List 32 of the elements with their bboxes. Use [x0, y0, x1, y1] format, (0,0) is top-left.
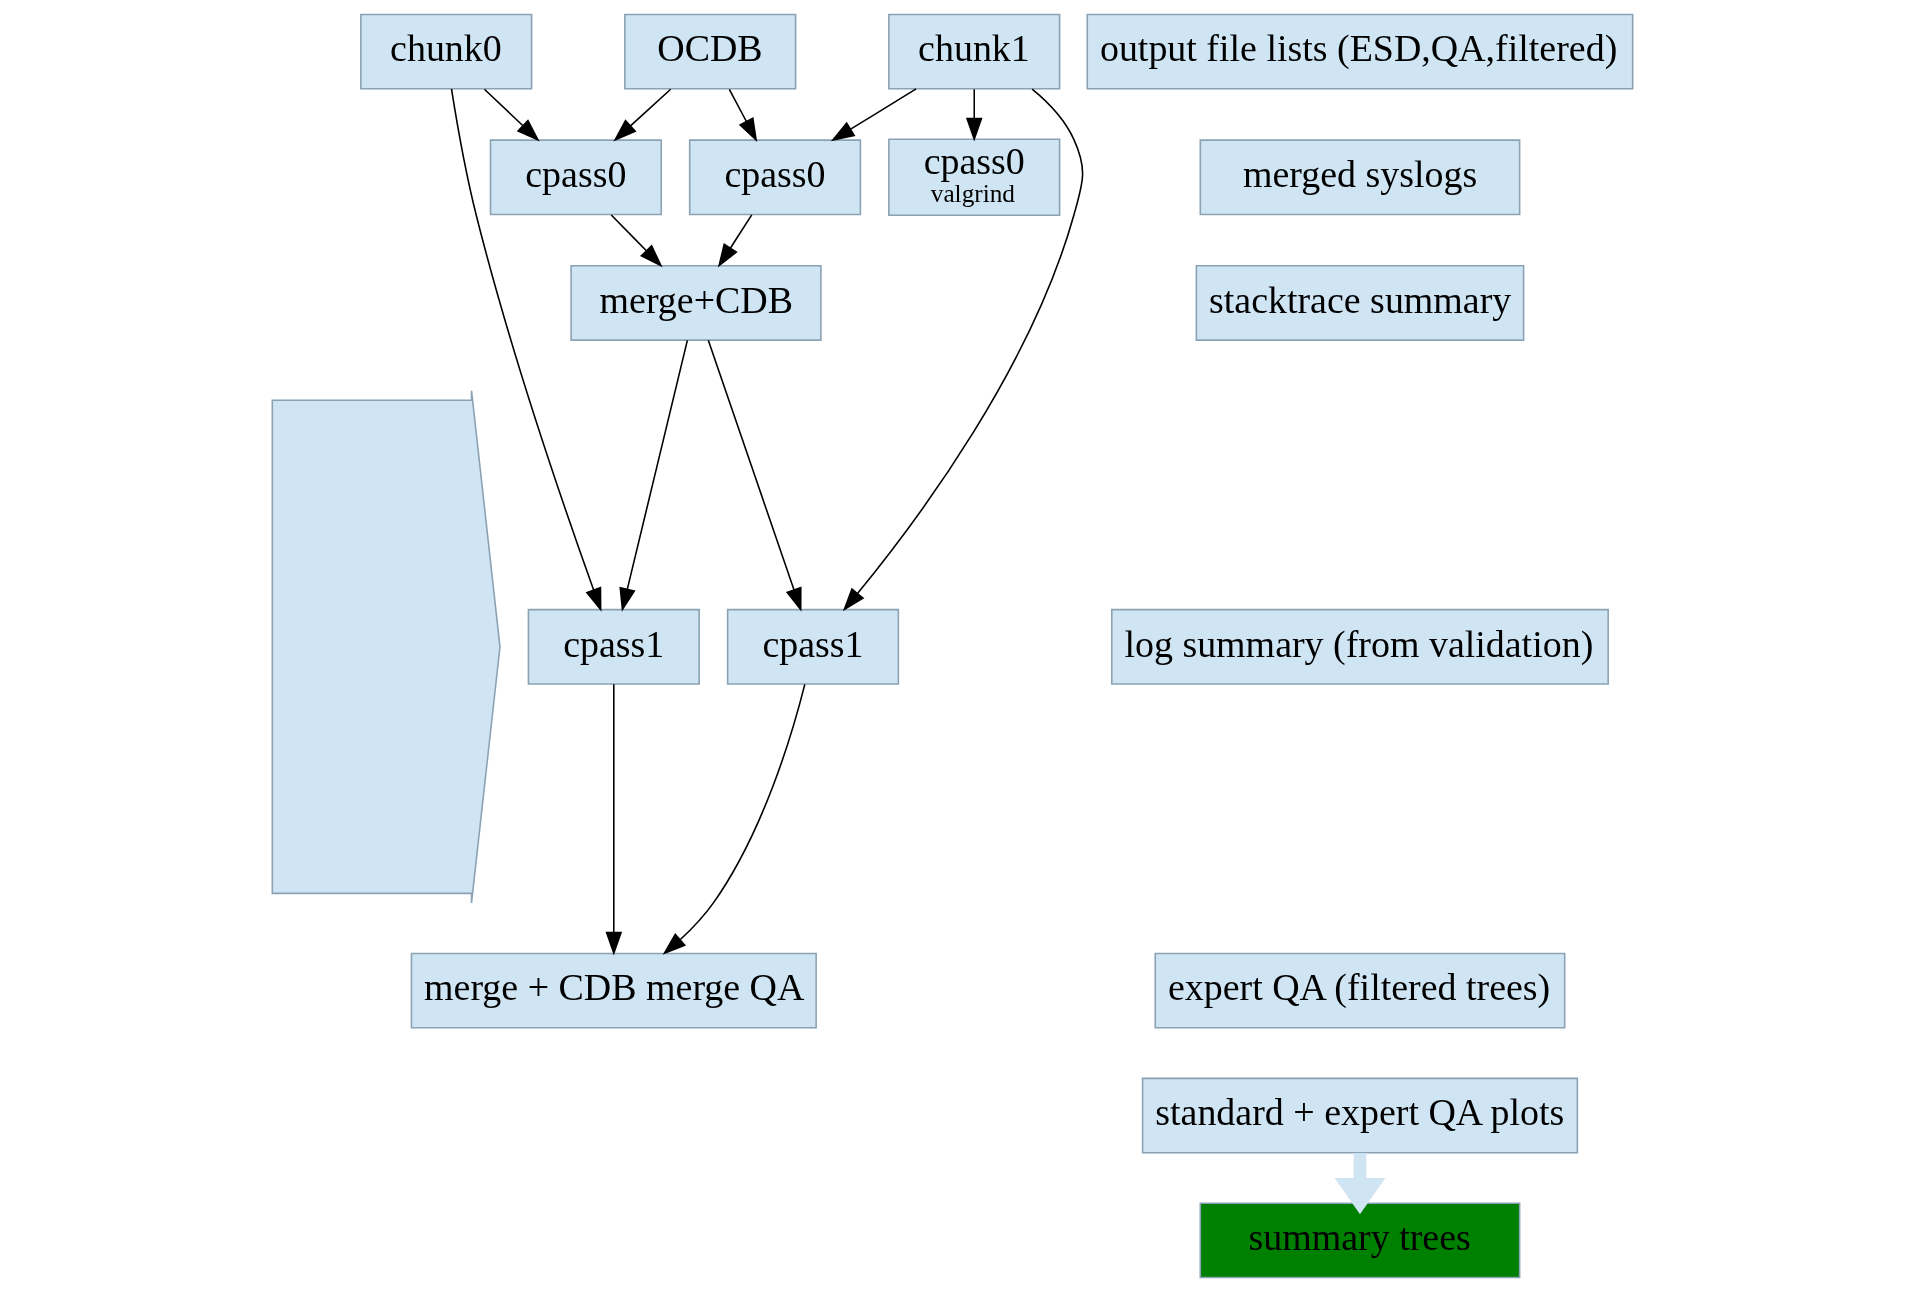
node-box: OCDB	[624, 13, 797, 90]
arrow	[728, 88, 758, 142]
node-box: summary trees	[1199, 1202, 1521, 1279]
arrow	[619, 339, 689, 612]
arrow	[483, 88, 540, 142]
arrow	[965, 88, 983, 142]
arrow	[605, 683, 623, 956]
node-box: cpass0	[489, 139, 662, 216]
node-arrow	[271, 389, 501, 904]
arrow	[610, 214, 663, 268]
node-box: output file lists (ESD,QA,filtered)	[1086, 13, 1634, 90]
arrow	[662, 683, 806, 955]
node-box: cpass0 valgrind	[888, 138, 1061, 216]
node-box: expert QA (filtered trees)	[1154, 952, 1566, 1029]
arrow	[707, 339, 802, 612]
node-box: merge+CDB	[570, 265, 822, 341]
arrow	[830, 88, 917, 142]
node-box: chunk0	[360, 13, 533, 90]
node-box: merged syslogs	[1199, 139, 1521, 216]
node-box: standard + expert QA plots	[1141, 1077, 1579, 1154]
node-box: stacktrace summary	[1195, 265, 1525, 341]
arrow	[613, 88, 672, 142]
node-box: cpass0	[688, 139, 862, 216]
arrow	[717, 214, 753, 268]
node-box: cpass1	[726, 608, 900, 685]
arrow	[450, 88, 602, 612]
node-box: log summary (from validation)	[1111, 608, 1609, 685]
node-box: merge + CDB merge QA	[410, 952, 817, 1029]
node-box: chunk1	[888, 13, 1061, 90]
arrow	[1334, 1152, 1386, 1215]
arrow	[842, 88, 1084, 612]
node-box: cpass1	[527, 608, 700, 685]
